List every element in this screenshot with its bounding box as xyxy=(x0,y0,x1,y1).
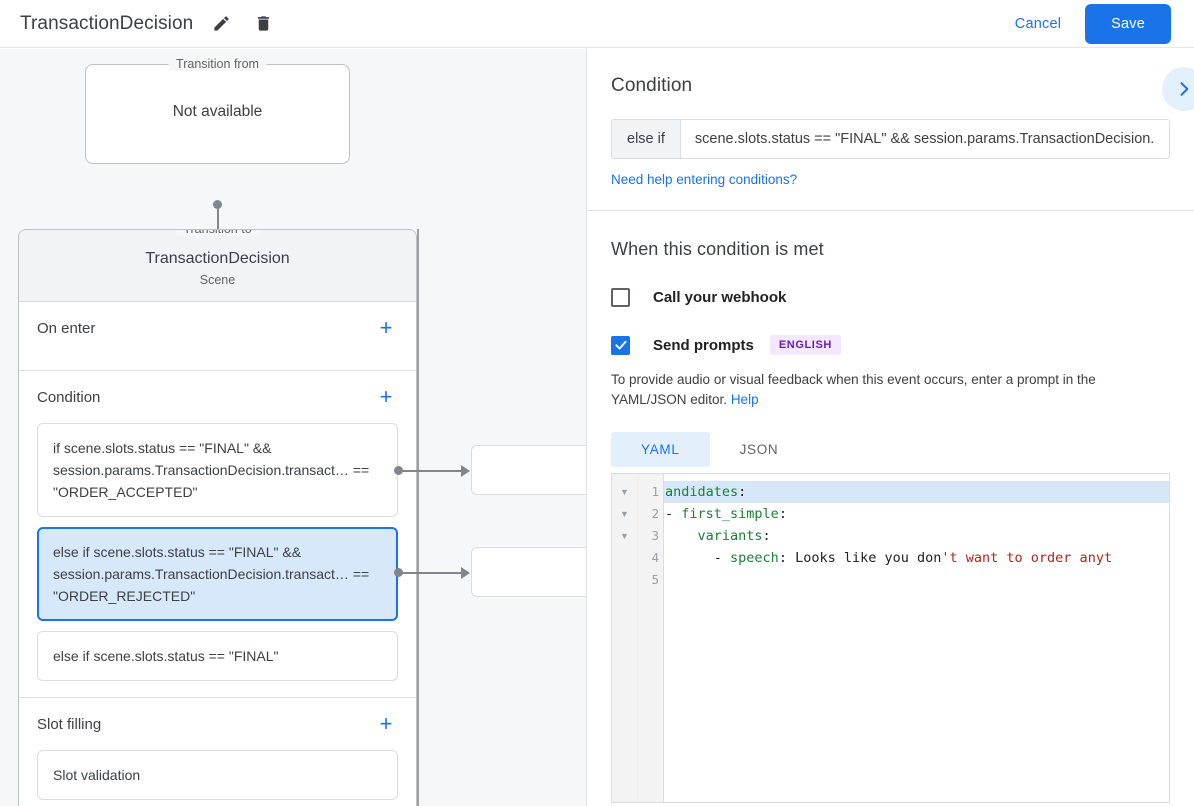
add-slot-filling-button[interactable]: + xyxy=(379,711,393,736)
transition-to-card: Transition to TransactionDecision Scene … xyxy=(18,229,417,806)
section-header: Condition + xyxy=(37,371,398,423)
code-line: variants: xyxy=(697,528,771,544)
cancel-button[interactable]: Cancel xyxy=(999,6,1077,42)
section-header: Slot filling + xyxy=(37,698,398,750)
section-divider xyxy=(587,210,1194,211)
tab-yaml[interactable]: YAML xyxy=(611,432,710,467)
condition-item-selected[interactable]: else if scene.slots.status == "FINAL" &&… xyxy=(37,527,398,621)
connector-line-accepted xyxy=(399,470,463,472)
line-number: 3 xyxy=(651,528,659,543)
condition-item[interactable]: if scene.slots.status == "FINAL" && sess… xyxy=(37,423,398,517)
panel-divider xyxy=(586,49,587,806)
condition-prefix-label: else if xyxy=(612,120,681,158)
section-title-slot-filling: Slot filling xyxy=(37,715,102,733)
target-node-accepted[interactable] xyxy=(471,445,586,495)
code-line: andidates: xyxy=(664,481,1169,503)
condition-help-link[interactable]: Need help entering conditions? xyxy=(611,172,798,187)
section-header: On enter + xyxy=(37,302,398,354)
prompts-help-link[interactable]: Help xyxy=(730,392,759,407)
scene-graph-panel: Transition from Not available Transition… xyxy=(0,49,586,806)
condition-input-row: else if xyxy=(611,119,1170,159)
line-number: 2 xyxy=(651,506,659,521)
page-title: TransactionDecision xyxy=(20,12,194,34)
top-app-bar: TransactionDecision Cancel Save xyxy=(0,0,1194,48)
connector-line-rejected xyxy=(399,572,463,574)
scene-name: TransactionDecision xyxy=(145,250,290,267)
section-title-on-enter: On enter xyxy=(37,319,96,337)
connector-dot-rejected xyxy=(394,568,403,577)
editor-fold-column: ▼ ▼ ▼ xyxy=(612,474,638,802)
transition-from-value: Not available xyxy=(172,103,263,120)
line-number: 5 xyxy=(651,572,659,587)
pencil-icon[interactable] xyxy=(207,10,235,38)
editor-line-numbers: 1 2 3 4 5 xyxy=(638,474,664,802)
fold-toggle-icon[interactable]: ▼ xyxy=(620,487,629,497)
connector-arrow-accepted xyxy=(461,465,470,477)
editor-code-area[interactable]: andidates: - first_simple: variants: - sp… xyxy=(664,474,1169,802)
condition-detail-panel: Condition else if Need help entering con… xyxy=(587,49,1194,806)
call-webhook-label: Call your webhook xyxy=(653,289,787,306)
send-prompts-label: Send prompts xyxy=(653,336,754,354)
add-condition-button[interactable]: + xyxy=(379,384,393,409)
line-number: 4 xyxy=(651,550,659,565)
when-condition-heading: When this condition is met xyxy=(611,239,824,259)
prompts-description-text: To provide audio or visual feedback when… xyxy=(611,372,1096,407)
trash-icon[interactable] xyxy=(249,10,277,38)
code-editor[interactable]: ▼ ▼ ▼ 1 2 3 4 5 andidates: - first_simple… xyxy=(611,473,1170,803)
fold-placeholder xyxy=(612,569,637,591)
section-on-enter: On enter + xyxy=(19,302,416,371)
slot-validation-item[interactable]: Slot validation xyxy=(37,750,398,800)
send-prompts-row[interactable]: Send prompts ENGLISH xyxy=(611,335,1170,355)
condition-expression-input[interactable] xyxy=(680,120,1169,158)
connector-dot-accepted xyxy=(394,466,403,475)
detail-title: Condition xyxy=(611,75,693,96)
code-line: - first_simple: xyxy=(665,506,787,522)
call-webhook-checkbox[interactable] xyxy=(611,288,630,307)
section-condition: Condition + if scene.slots.status == "FI… xyxy=(19,371,416,698)
when-condition-section: When this condition is met Call your web… xyxy=(587,239,1194,803)
transition-from-legend: Transition from xyxy=(168,57,267,71)
scene-type: Scene xyxy=(199,273,236,287)
webhook-row[interactable]: Call your webhook xyxy=(611,288,1170,307)
language-badge: ENGLISH xyxy=(769,335,841,355)
section-title-condition: Condition xyxy=(37,388,101,406)
fold-toggle-icon[interactable]: ▼ xyxy=(620,531,629,541)
editor-format-tabs: YAML JSON xyxy=(611,432,1170,467)
send-prompts-checkbox[interactable] xyxy=(611,335,630,355)
save-button[interactable]: Save xyxy=(1085,3,1171,44)
transition-to-legend: Transition to xyxy=(175,230,260,236)
code-line xyxy=(664,569,1169,591)
condition-item[interactable]: else if scene.slots.status == "FINAL" xyxy=(37,631,398,681)
topbar-actions: Cancel Save xyxy=(999,3,1194,44)
add-on-enter-button[interactable]: + xyxy=(379,315,393,340)
line-number: 1 xyxy=(651,484,659,499)
target-node-rejected[interactable] xyxy=(471,547,586,597)
section-slot-filling: Slot filling + Slot validation xyxy=(19,698,416,806)
fold-toggle-icon[interactable]: ▼ xyxy=(620,509,629,519)
tab-json[interactable]: JSON xyxy=(739,442,779,457)
prompts-description: To provide audio or visual feedback when… xyxy=(611,370,1169,410)
transition-from-card: Transition from Not available xyxy=(85,57,350,164)
detail-header: Condition xyxy=(587,49,1194,111)
connector-rail xyxy=(417,229,419,806)
fold-placeholder xyxy=(612,547,637,569)
code-line: - speech: Looks like you don't want to o… xyxy=(665,550,1113,566)
connector-arrow-rejected xyxy=(461,567,470,579)
scene-header: TransactionDecision Scene xyxy=(19,230,416,302)
main-body: Transition from Not available Transition… xyxy=(0,49,1194,806)
chevron-right-icon[interactable] xyxy=(1162,67,1194,111)
